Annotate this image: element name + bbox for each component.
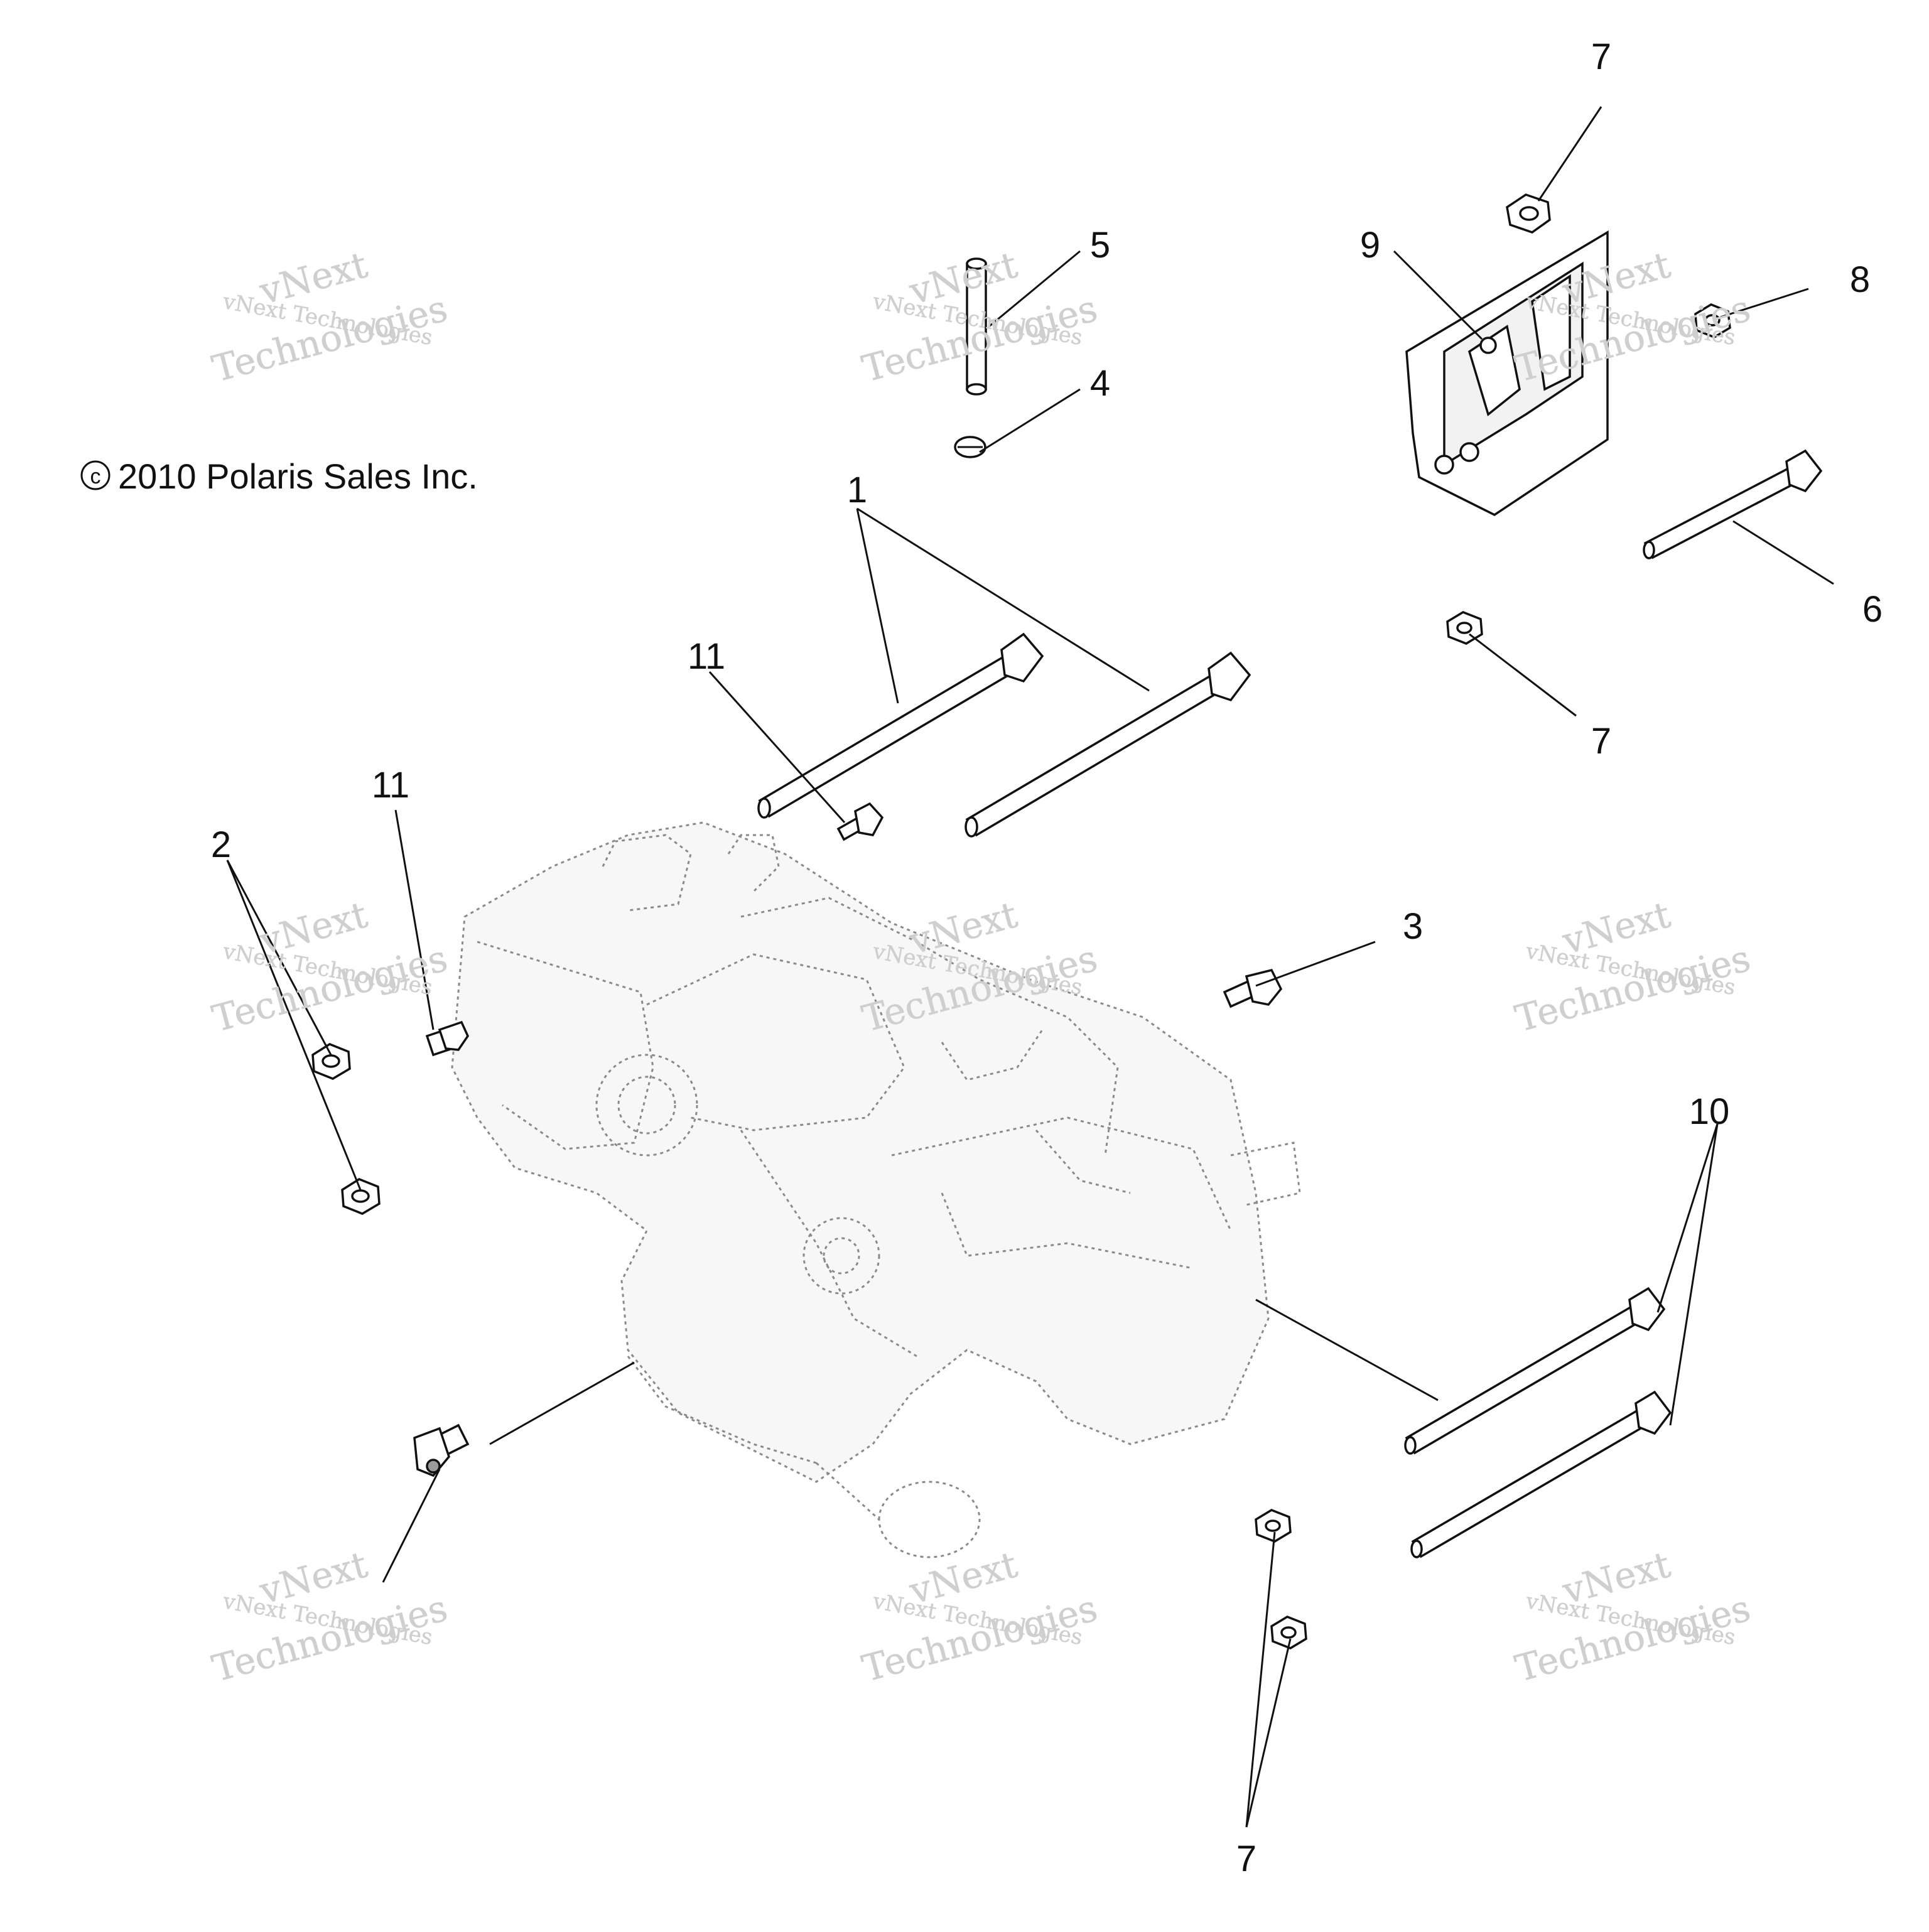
bolt-11-left: [425, 1020, 470, 1057]
bolt-long-1a: [757, 632, 1044, 819]
callout-8: 8: [1850, 259, 1870, 300]
callout-7-bottom: 7: [1236, 1838, 1256, 1879]
bolt-lower-left: [413, 1423, 470, 1477]
callout-7-mid: 7: [1591, 721, 1611, 762]
callout-10: 10: [1689, 1091, 1730, 1132]
callout-5: 5: [1090, 225, 1110, 266]
callout-1: 1: [847, 470, 867, 510]
copyright-icon: [80, 460, 111, 490]
watermark: vNext vNext Technologies Technologies: [208, 1543, 452, 1690]
nut-7-top: [1506, 193, 1551, 234]
nut-7-mid: [1446, 611, 1483, 645]
callout-4: 4: [1090, 363, 1110, 404]
copyright-notice: c 2010 Polaris Sales Inc.: [80, 456, 478, 496]
callout-3: 3: [1403, 906, 1423, 947]
copyright-icon-letter: c: [90, 465, 101, 488]
bolt-10b: [1410, 1390, 1672, 1558]
nut-2a: [311, 1043, 351, 1080]
bolt-3: [1223, 968, 1283, 1008]
nut-7-bottom-a: [1255, 1509, 1292, 1543]
nut-7-bottom-b: [1270, 1616, 1307, 1649]
callout-9: 9: [1360, 225, 1380, 266]
callout-6: 6: [1862, 589, 1883, 630]
nut-8: [1694, 303, 1731, 338]
copyright-text: 2010 Polaris Sales Inc.: [118, 456, 478, 496]
bolt-10a: [1404, 1287, 1666, 1455]
watermark: vNext vNext Technologies Technologies: [858, 1543, 1102, 1690]
nut-2b: [341, 1178, 381, 1215]
callout-labels: 1 2 3 4 5 6 7 7 7 8 9 10 11 11: [211, 36, 1883, 1879]
watermark: vNext vNext Technologies Technologies: [1511, 1543, 1755, 1690]
mounting-bracket: [1405, 230, 1609, 517]
bolt-11-center: [836, 802, 884, 841]
clip-4: [954, 436, 986, 458]
leader-lines: [226, 106, 1834, 1828]
callout-11-center: 11: [688, 636, 725, 677]
bolt-6: [1643, 449, 1823, 559]
watermark: vNext vNext Technologies Technologies: [1511, 893, 1755, 1040]
callout-7-top: 7: [1591, 36, 1611, 77]
callout-2: 2: [211, 824, 231, 865]
watermark: vNext vNext Technologies Technologies: [1511, 243, 1755, 391]
bolt-long-1b: [964, 651, 1251, 838]
watermark: vNext vNext Technologies Technologies: [208, 893, 452, 1040]
engine-case-outline: [451, 821, 1301, 1558]
watermark: vNext vNext Technologies Technologies: [208, 243, 452, 391]
pin-5: [966, 257, 987, 396]
callout-11-left: 11: [372, 765, 409, 806]
